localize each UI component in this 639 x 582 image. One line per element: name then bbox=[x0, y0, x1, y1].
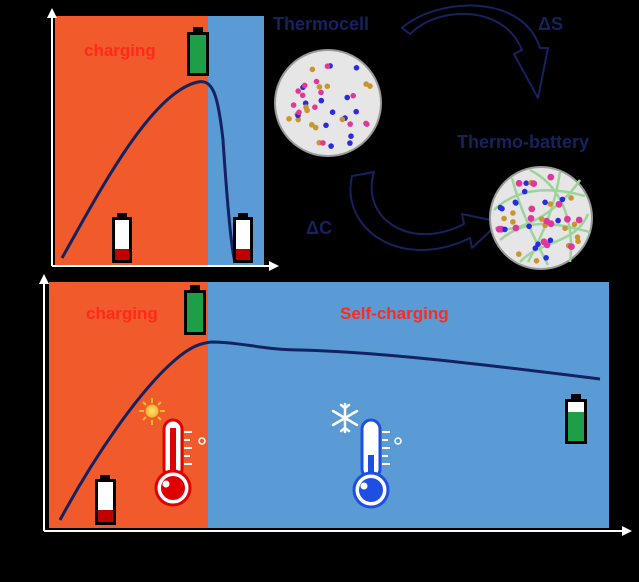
ion-dot bbox=[571, 221, 578, 228]
ion-dot bbox=[530, 180, 538, 188]
ion-dot bbox=[538, 216, 545, 222]
ion-dot bbox=[295, 88, 302, 94]
ion-dot bbox=[574, 234, 581, 240]
ion-dot bbox=[528, 205, 536, 213]
ion-dot bbox=[347, 121, 354, 127]
ion-dot bbox=[324, 63, 331, 69]
ion-dot bbox=[312, 124, 319, 131]
delta-s-label: ΔS bbox=[538, 14, 563, 34]
ion-dot bbox=[555, 217, 561, 224]
delta-c-label: ΔC bbox=[306, 218, 332, 238]
thermo-battery-ions bbox=[495, 173, 583, 264]
ion-dot bbox=[329, 109, 336, 115]
bottom-self-charging-region bbox=[208, 282, 609, 528]
ion-dot bbox=[497, 204, 504, 211]
ion-dot bbox=[296, 109, 302, 116]
ion-dot bbox=[510, 210, 516, 216]
ion-dot bbox=[303, 104, 309, 110]
ion-dot bbox=[347, 140, 353, 146]
thermo-battery-label: Thermo-battery bbox=[457, 132, 589, 152]
ion-dot bbox=[510, 219, 516, 225]
sun-icon bbox=[139, 398, 165, 425]
ion-dot bbox=[295, 116, 302, 123]
ion-dot bbox=[547, 173, 555, 181]
ion-dot bbox=[512, 224, 520, 232]
ion-dot bbox=[316, 84, 323, 90]
ion-dot bbox=[348, 133, 354, 139]
thermometer-hot-icon bbox=[154, 418, 206, 507]
ion-dot bbox=[324, 83, 331, 90]
ion-dot bbox=[543, 254, 549, 261]
top-charging-label: charging bbox=[84, 41, 156, 60]
ion-dot bbox=[521, 188, 528, 195]
ion-dot bbox=[353, 108, 360, 115]
ion-dot bbox=[364, 121, 370, 127]
ion-dot bbox=[339, 116, 346, 123]
thermocell-label: Thermocell bbox=[273, 14, 369, 34]
ion-dot bbox=[312, 104, 318, 110]
ion-dot bbox=[309, 66, 316, 73]
ion-dot bbox=[568, 195, 574, 201]
ion-dot bbox=[542, 199, 548, 206]
ion-dot bbox=[350, 92, 357, 99]
ion-dot bbox=[516, 251, 522, 257]
ion-dot bbox=[512, 199, 519, 206]
ion-dot bbox=[501, 215, 507, 222]
battery-low-icon bbox=[112, 213, 132, 263]
bottom-voltage-curve bbox=[58, 340, 601, 521]
ion-dot bbox=[564, 215, 571, 223]
thermocell-ions bbox=[286, 63, 373, 149]
ion-dot bbox=[568, 243, 575, 251]
battery-full-icon bbox=[187, 27, 209, 76]
ion-dot bbox=[328, 143, 334, 149]
ion-dot bbox=[344, 94, 351, 101]
ion-dot bbox=[527, 215, 535, 222]
ion-dot bbox=[299, 92, 306, 99]
ion-dot bbox=[535, 241, 541, 247]
ion-dot bbox=[286, 116, 292, 122]
ion-dot bbox=[575, 238, 581, 245]
ion-dot bbox=[502, 226, 508, 233]
ion-dot bbox=[353, 65, 360, 71]
ion-dot bbox=[495, 225, 503, 233]
ion-dot bbox=[547, 201, 554, 207]
top-panel: charging bbox=[47, 8, 279, 271]
bottom-panel: charging Self-charging bbox=[39, 274, 632, 536]
ion-dot bbox=[523, 180, 529, 186]
ion-dot bbox=[323, 122, 329, 129]
ion-dot bbox=[318, 97, 325, 104]
thermometer-cold-icon bbox=[352, 418, 402, 509]
thermo-cycle: Thermocell ΔS Thermo-battery ΔC bbox=[273, 4, 593, 270]
ion-dot bbox=[320, 140, 326, 146]
ion-dot bbox=[559, 196, 566, 203]
ion-dot bbox=[309, 122, 315, 128]
delta-s-arrow bbox=[401, 4, 549, 99]
ion-dot bbox=[515, 179, 523, 187]
ion-dot bbox=[540, 238, 548, 246]
thermocell-electrolyte bbox=[274, 49, 382, 157]
battery-full-icon bbox=[184, 285, 206, 335]
ion-dot bbox=[363, 81, 370, 87]
ion-dot bbox=[547, 220, 555, 228]
self-charging-label: Self-charging bbox=[340, 304, 449, 323]
ion-dot bbox=[547, 237, 554, 244]
top-voltage-curve bbox=[60, 80, 237, 263]
ion-dot bbox=[555, 200, 563, 208]
ion-dot bbox=[313, 78, 320, 85]
battery-low-icon bbox=[95, 475, 116, 525]
ion-dot bbox=[301, 82, 308, 89]
ion-dot bbox=[290, 102, 297, 108]
ion-dot bbox=[562, 225, 568, 232]
ion-dot bbox=[532, 245, 539, 251]
battery-full-icon bbox=[565, 394, 587, 444]
ion-dot bbox=[526, 223, 532, 230]
snowflake-icon bbox=[331, 402, 359, 434]
battery-low-icon bbox=[233, 213, 253, 263]
ion-dot bbox=[533, 258, 540, 264]
ion-dot bbox=[318, 89, 324, 96]
bottom-charging-label: charging bbox=[86, 304, 158, 323]
ion-dot bbox=[575, 216, 583, 224]
